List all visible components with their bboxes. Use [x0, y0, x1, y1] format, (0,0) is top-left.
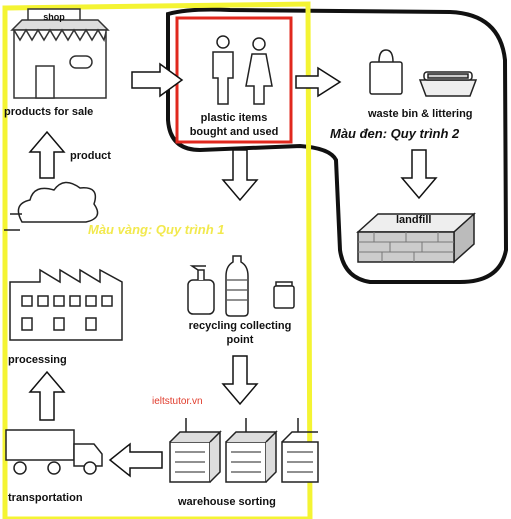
- water-bottle-icon: [225, 255, 249, 317]
- recycling-label-1: recycling collecting: [188, 320, 292, 332]
- process1-note: Màu vàng: Quy trình 1: [88, 222, 225, 237]
- landfill-label: landfill: [396, 214, 432, 226]
- pump-bottle-icon: [187, 265, 215, 315]
- bin-icon: [169, 418, 319, 483]
- plastic-items-label-1: plastic items: [200, 112, 268, 124]
- arrow-plastic-to-waste: [295, 66, 342, 98]
- transportation-label: transportation: [8, 492, 83, 504]
- warehouse-label: warehouse sorting: [178, 496, 276, 508]
- plastic-items-label-2: bought and used: [189, 126, 279, 138]
- arrow-warehouse-to-truck: [108, 442, 163, 478]
- arrow-cloud-to-shop: [28, 130, 66, 179]
- arrow-recycling-to-warehouse: [221, 355, 259, 406]
- bag-icon: [369, 49, 403, 95]
- food-container-icon: [418, 71, 478, 97]
- product-label: product: [70, 150, 111, 162]
- shop-icon: [10, 8, 110, 99]
- arrow-truck-to-processing: [28, 370, 66, 421]
- people-icon: [212, 35, 273, 105]
- waste-label: waste bin & littering: [368, 108, 473, 120]
- landfill-block-icon: [356, 212, 476, 264]
- truck-icon: [5, 429, 103, 475]
- processing-label: processing: [8, 354, 67, 366]
- recycling-label-2: point: [226, 334, 254, 346]
- process2-outline: [166, 7, 509, 284]
- arrow-waste-to-landfill: [400, 149, 438, 200]
- arrow-plastic-to-recycling: [221, 149, 259, 202]
- arrow-shop-to-plastic: [131, 62, 184, 98]
- jar-icon: [273, 281, 295, 309]
- process1-outline: [2, 1, 313, 519]
- products-label: products for sale: [4, 106, 94, 118]
- cloud-icon: [4, 181, 99, 231]
- shop-sign: shop: [43, 12, 65, 22]
- process2-note: Màu đen: Quy trình 2: [330, 126, 460, 141]
- watermark: ieltstutor.vn: [152, 396, 203, 407]
- factory-icon: [9, 268, 123, 341]
